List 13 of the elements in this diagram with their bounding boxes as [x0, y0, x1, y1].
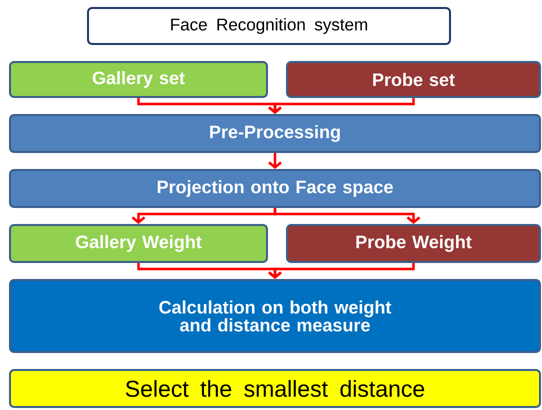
process-box: Calculation on both weight and distance measure [9, 279, 541, 353]
process-box: Probe set [286, 61, 541, 98]
process-box: Gallery Weight [9, 224, 268, 263]
process-box: Projection onto Face space [9, 169, 541, 208]
arrow [268, 263, 415, 279]
process-box: Pre-Processing [9, 114, 541, 153]
title-box: Face Recognition system [87, 7, 451, 45]
arrow [268, 153, 282, 169]
result-box: Select the smallest distance [9, 369, 541, 408]
arrow [268, 98, 415, 114]
process-box: Gallery set [9, 61, 268, 98]
process-box: Probe Weight [286, 224, 541, 263]
arrow [274, 208, 420, 224]
